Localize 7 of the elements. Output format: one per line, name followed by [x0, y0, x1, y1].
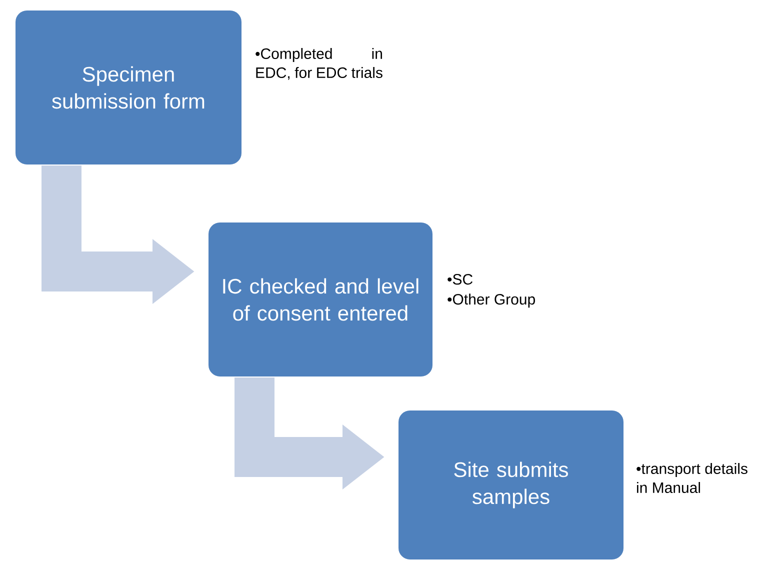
bullet-text: •SC [448, 274, 473, 285]
process-box: Site submits samples [398, 410, 624, 560]
bullet-text: •Completed in EDC, for EDC trials [256, 48, 382, 80]
process-box: Specimen submission form [14, 10, 242, 166]
bullet-text: •Other Group [448, 294, 535, 308]
process-box: IC checked and level of consent entered [208, 222, 434, 378]
bullet-text: •transport details in Manual [636, 463, 748, 493]
